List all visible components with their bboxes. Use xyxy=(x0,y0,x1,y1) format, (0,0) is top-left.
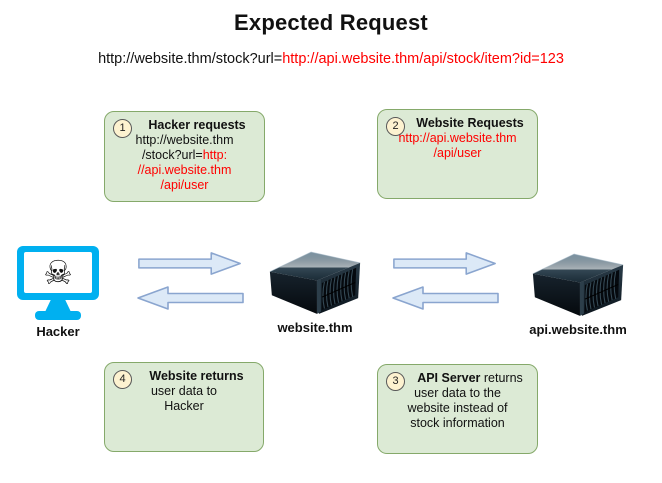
skull-crossbones-icon: ☠ xyxy=(43,253,73,292)
step-2-number-badge: 2 xyxy=(386,117,405,136)
step-4-heading: Website returns xyxy=(149,369,244,383)
arrow-right-icon xyxy=(393,252,496,275)
step-2-line: http://api.website.thm xyxy=(398,131,517,145)
step-2-heading: Website Requests xyxy=(416,116,524,130)
monitor-base xyxy=(35,311,81,320)
step-3-line: website instead of xyxy=(407,401,508,415)
step-box-3: 3 API Server returns user data to the we… xyxy=(377,364,538,454)
step-box-4: 4 Website returns user data to Hacker xyxy=(104,362,264,452)
step-1-line: /stock?url=http: xyxy=(141,148,228,162)
api-server-icon xyxy=(532,253,624,316)
step-1-heading: Hacker requests xyxy=(148,118,246,132)
expected-request-url: http://website.thm/stock?url=http://api.… xyxy=(0,51,662,67)
url-normal-part: http://website.thm/stock?url= xyxy=(98,51,283,67)
step-3-number-badge: 3 xyxy=(386,372,405,391)
step-2-line: /api/user xyxy=(433,146,482,160)
website-server-label: website.thm xyxy=(277,320,353,335)
diagram-title: Expected Request xyxy=(234,10,428,35)
step-4-line: user data to xyxy=(150,384,217,398)
arrow-left-icon xyxy=(137,286,244,310)
website-server-icon xyxy=(269,251,361,314)
step-1-number-badge: 1 xyxy=(113,119,132,138)
hacker-label: Hacker xyxy=(36,324,80,339)
step-1-line: //api.website.thm xyxy=(137,163,232,177)
api-server-label: api.website.thm xyxy=(529,322,627,337)
url-attack-part: http://api.website.thm/api/stock/item?id… xyxy=(282,51,564,67)
step-box-2: 2 Website Requests http://api.website.th… xyxy=(377,109,538,199)
monitor-screen: ☠ xyxy=(24,252,92,293)
monitor-frame: ☠ xyxy=(17,246,99,300)
step-3-line: stock information xyxy=(410,416,505,430)
monitor-stand xyxy=(45,300,71,312)
step-3-line: user data to the xyxy=(414,386,501,400)
step-1-line: http://website.thm xyxy=(135,133,234,147)
arrow-right-icon xyxy=(138,252,241,275)
arrow-left-icon xyxy=(392,286,499,310)
step-4-number-badge: 4 xyxy=(113,370,132,389)
step-3-heading: API Server returns xyxy=(417,371,523,385)
step-1-line: /api/user xyxy=(160,178,209,192)
hacker-computer-icon: ☠ xyxy=(16,246,100,320)
step-box-1: 1 Hacker requests http://website.thm /st… xyxy=(104,111,265,202)
step-4-line: Hacker xyxy=(164,399,204,413)
